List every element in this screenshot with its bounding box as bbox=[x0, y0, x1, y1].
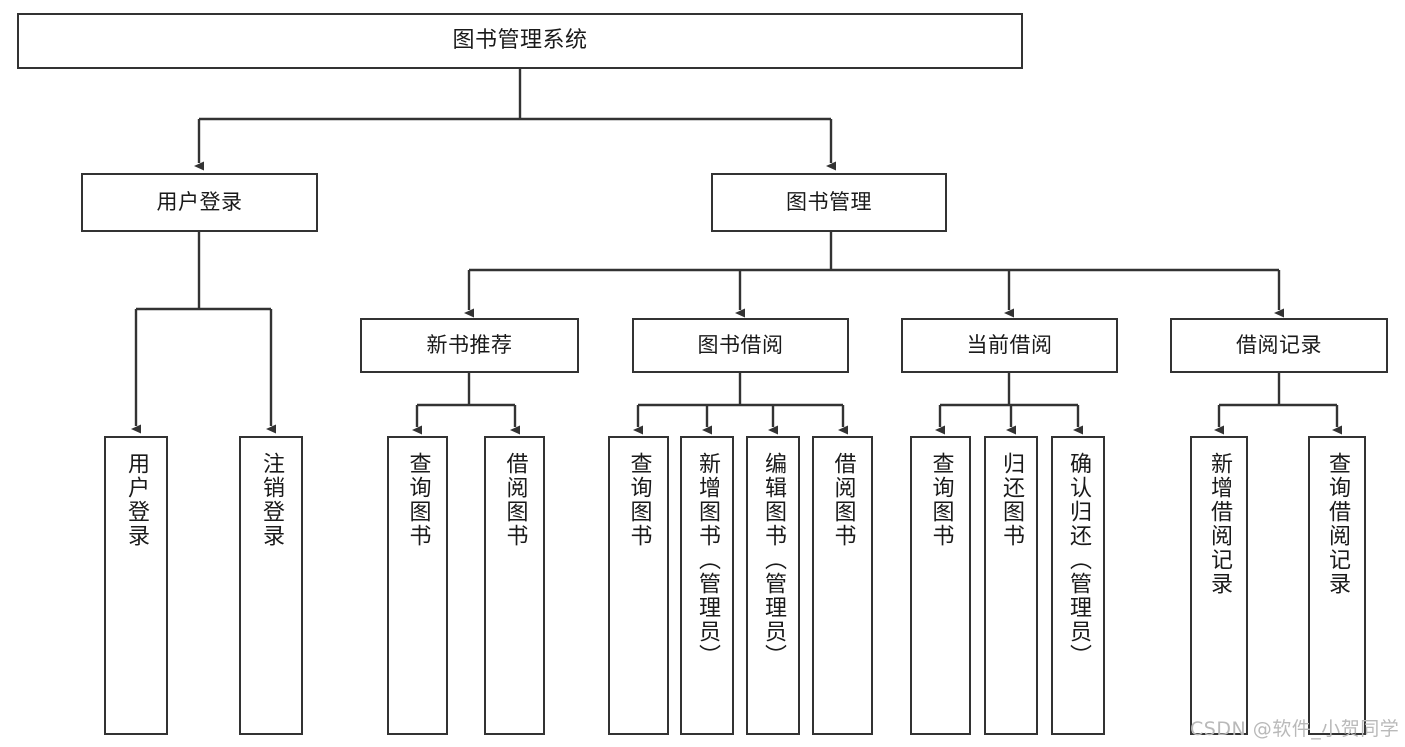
node-leaf-user-logout-label: 注销登录 bbox=[259, 452, 284, 548]
node-new-book-rec-label: 新书推荐 bbox=[426, 333, 513, 358]
node-leaf-borrow-book-1[interactable]: 借阅图书 bbox=[484, 436, 545, 735]
node-leaf-confirm-return[interactable]: 确认归还（管理员） bbox=[1051, 436, 1105, 735]
node-leaf-add-book-label: 新增图书（管理员） bbox=[695, 452, 720, 668]
node-book-manage[interactable]: 图书管理 bbox=[711, 173, 947, 232]
node-leaf-edit-book[interactable]: 编辑图书（管理员） bbox=[746, 436, 800, 735]
node-borrow-record-label: 借阅记录 bbox=[1236, 333, 1322, 358]
node-root[interactable]: 图书管理系统 bbox=[17, 13, 1023, 69]
node-book-borrow[interactable]: 图书借阅 bbox=[632, 318, 849, 373]
node-user-login-label: 用户登录 bbox=[156, 190, 243, 215]
node-leaf-add-record[interactable]: 新增借阅记录 bbox=[1190, 436, 1248, 735]
node-current-borrow-label: 当前借阅 bbox=[966, 333, 1053, 358]
node-current-borrow[interactable]: 当前借阅 bbox=[901, 318, 1118, 373]
node-leaf-user-login[interactable]: 用户登录 bbox=[104, 436, 168, 735]
node-root-label: 图书管理系统 bbox=[452, 27, 588, 53]
node-leaf-return-book[interactable]: 归还图书 bbox=[984, 436, 1038, 735]
node-new-book-rec[interactable]: 新书推荐 bbox=[360, 318, 579, 373]
node-leaf-borrow-book-2-label: 借阅图书 bbox=[830, 452, 856, 548]
node-leaf-confirm-return-label: 确认归还（管理员） bbox=[1066, 452, 1091, 668]
node-leaf-add-book[interactable]: 新增图书（管理员） bbox=[680, 436, 734, 735]
node-leaf-query-book-1[interactable]: 查询图书 bbox=[387, 436, 448, 735]
node-leaf-borrow-book-2[interactable]: 借阅图书 bbox=[812, 436, 873, 735]
node-leaf-query-record-label: 查询借阅记录 bbox=[1325, 452, 1350, 596]
node-leaf-user-login-label: 用户登录 bbox=[124, 452, 149, 548]
node-leaf-query-book-3-label: 查询图书 bbox=[928, 452, 954, 548]
node-leaf-borrow-book-1-label: 借阅图书 bbox=[502, 452, 528, 548]
node-leaf-query-book-2-label: 查询图书 bbox=[626, 452, 652, 548]
node-leaf-query-book-3[interactable]: 查询图书 bbox=[910, 436, 971, 735]
node-leaf-query-book-1-label: 查询图书 bbox=[405, 452, 431, 548]
node-leaf-return-book-label: 归还图书 bbox=[999, 452, 1024, 548]
node-leaf-query-book-2[interactable]: 查询图书 bbox=[608, 436, 669, 735]
node-leaf-add-record-label: 新增借阅记录 bbox=[1207, 452, 1232, 596]
node-borrow-record[interactable]: 借阅记录 bbox=[1170, 318, 1388, 373]
node-leaf-edit-book-label: 编辑图书（管理员） bbox=[761, 452, 786, 668]
node-leaf-user-logout[interactable]: 注销登录 bbox=[239, 436, 303, 735]
node-book-borrow-label: 图书借阅 bbox=[697, 333, 784, 358]
node-leaf-query-record[interactable]: 查询借阅记录 bbox=[1308, 436, 1366, 735]
node-user-login[interactable]: 用户登录 bbox=[81, 173, 318, 232]
csdn-watermark: CSDN @软件_小贺同学 bbox=[1190, 718, 1400, 740]
node-book-manage-label: 图书管理 bbox=[786, 190, 872, 215]
